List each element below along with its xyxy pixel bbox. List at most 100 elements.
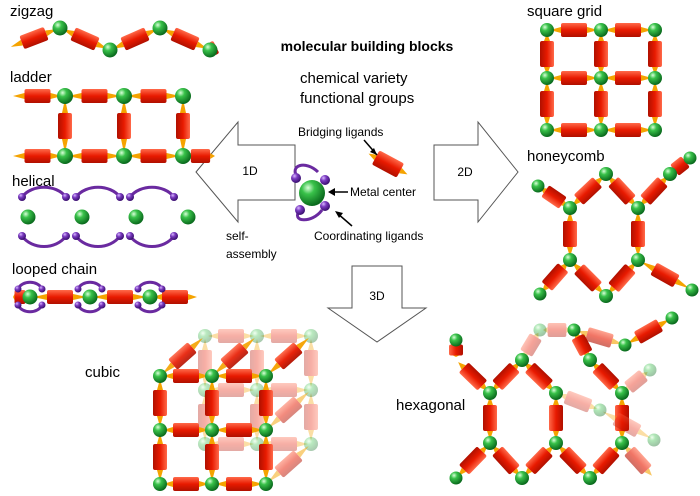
metal-node: [180, 209, 196, 225]
bridging-ligand: [68, 89, 121, 103]
label-square-grid: square grid: [527, 3, 602, 20]
metal-node: [259, 423, 273, 437]
coordinating-loop: [20, 235, 68, 248]
center-ligand-bead: [295, 205, 305, 215]
self-assembly-line-2: assembly: [226, 247, 277, 261]
metal-node: [593, 403, 607, 417]
metal-node: [483, 436, 497, 450]
ligand-bead: [116, 193, 124, 201]
metal-node: [259, 369, 273, 383]
arrow-1d-label: 1D: [242, 164, 258, 178]
metal-node: [116, 88, 132, 104]
ligand-bead: [116, 232, 124, 240]
bridging-ligand: [250, 393, 264, 441]
metal-node: [615, 436, 629, 450]
metal-node: [540, 23, 554, 37]
metal-node: [685, 283, 699, 297]
bridging-ligand: [631, 211, 645, 257]
bridging-ligand: [127, 149, 180, 163]
metal-node: [515, 471, 529, 485]
metal-node: [599, 289, 613, 303]
looped-chain: [13, 280, 197, 314]
coordinating-loop: [76, 280, 104, 290]
coordinating-loop: [20, 185, 68, 199]
bridging-ligand: [543, 323, 571, 337]
arrow-2d: [433, 120, 519, 224]
metal-node: [665, 311, 679, 325]
honeycomb-network: [531, 151, 699, 303]
metal-node: [663, 167, 677, 181]
metal-node: [533, 323, 547, 337]
pointer-bridging-head: [370, 148, 377, 155]
metal-node: [533, 287, 547, 301]
pointer-metal-head: [328, 188, 335, 196]
center-metal-node: [299, 180, 325, 206]
metal-node: [643, 363, 657, 377]
metal-node: [583, 471, 597, 485]
bridging-ligand: [268, 391, 309, 429]
metal-node: [515, 353, 529, 367]
metal-node: [563, 201, 577, 215]
label-coordinating-ligands: Coordinating ligands: [314, 229, 423, 243]
coordinating-loop: [136, 304, 164, 314]
metal-node: [483, 386, 497, 400]
hexagonal-network: [449, 311, 679, 485]
helical-chain: [18, 185, 196, 248]
bridging-ligand: [205, 433, 219, 481]
bridging-ligand: [153, 379, 167, 427]
metal-node: [449, 471, 463, 485]
coordinating-loop: [128, 235, 176, 248]
bridging-ligand: [214, 337, 255, 375]
ligand-bead: [14, 285, 22, 293]
ligand-bead: [18, 232, 26, 240]
metal-node: [531, 179, 545, 193]
metal-node: [102, 42, 118, 58]
center-ligand-bead: [320, 201, 330, 211]
ligand-bead: [62, 232, 70, 240]
metal-node: [594, 23, 608, 37]
metal-node: [128, 209, 144, 225]
coordinating-loop: [16, 280, 44, 290]
bridging-ligand: [68, 149, 121, 163]
zigzag-chain: [10, 20, 219, 58]
bridging-ligand: [648, 33, 662, 75]
bridging-ligand: [205, 379, 219, 427]
bridging-ligand: [13, 149, 62, 163]
metal-node: [82, 289, 98, 305]
bridging-ligand: [604, 71, 652, 85]
diagram-title: molecular building blocks: [281, 38, 454, 54]
bridging-ligand: [33, 290, 87, 304]
metal-node: [631, 253, 645, 267]
bridging-ligand: [640, 261, 690, 289]
bridging-ligand: [176, 99, 190, 153]
subtitle-line-2: functional groups: [300, 90, 414, 107]
metal-node: [449, 333, 463, 347]
ligand-bead: [98, 285, 106, 293]
bridging-ligand: [208, 329, 254, 343]
ligand-bead: [158, 285, 166, 293]
square-grid-network: [540, 23, 662, 137]
bridging-ligand: [10, 27, 58, 49]
metal-node: [116, 148, 132, 164]
ligand-bead: [158, 301, 166, 309]
metal-node: [631, 201, 645, 215]
bridging-ligand: [540, 33, 554, 75]
coordinating-loop: [16, 304, 44, 314]
bridging-ligand: [117, 99, 131, 153]
bridging-ligand: [163, 477, 209, 491]
ligand-bead: [98, 301, 106, 309]
metal-node: [615, 386, 629, 400]
bridging-ligand: [304, 339, 318, 387]
bridging-ligand: [549, 396, 563, 440]
bridging-ligand: [604, 23, 652, 37]
metal-node: [175, 88, 191, 104]
bridging-ligand: [215, 477, 263, 491]
label-ladder: ladder: [10, 69, 52, 86]
ligand-bead: [170, 232, 178, 240]
label-looped-chain: looped chain: [12, 261, 97, 278]
metal-node: [52, 20, 68, 36]
ligand-bead: [14, 301, 22, 309]
metal-node: [57, 148, 73, 164]
ligand-bead: [126, 232, 134, 240]
